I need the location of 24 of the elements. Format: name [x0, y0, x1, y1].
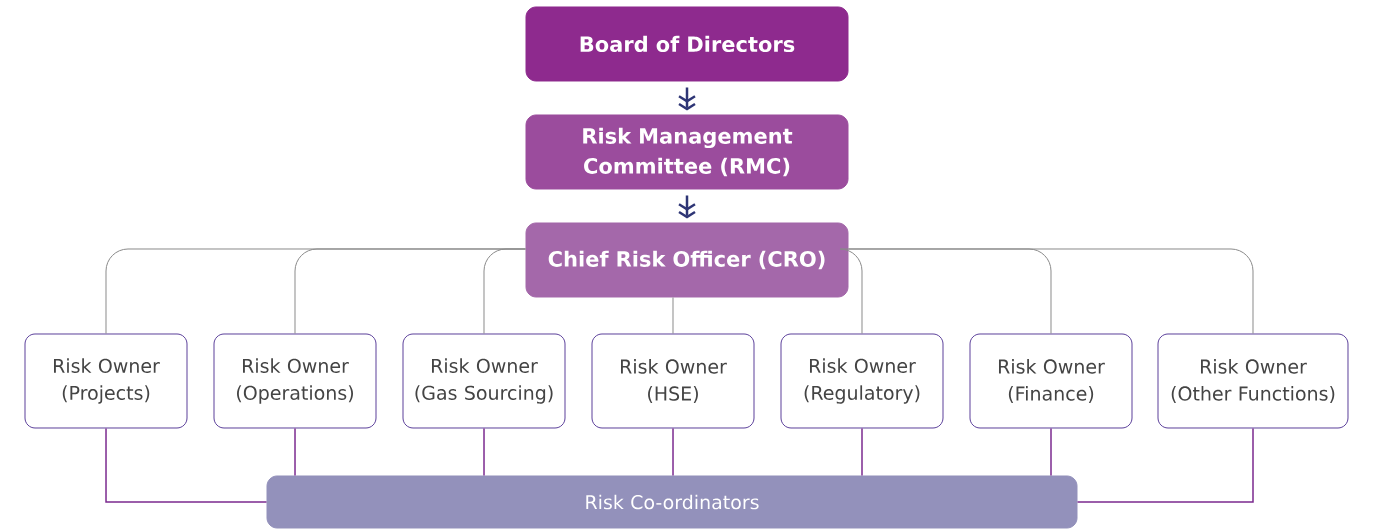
- chevron-arrow: [678, 195, 696, 219]
- connector-line: [294, 427, 296, 477]
- connector-line: [1076, 427, 1254, 503]
- role-box: Board of Directors: [525, 6, 849, 82]
- group-bar: Risk Co-ordinators: [266, 475, 1078, 529]
- connector-line: [861, 427, 863, 477]
- role-box: Risk Owner (Finance): [969, 333, 1133, 429]
- connector-line: [483, 248, 526, 334]
- role-box: Risk Owner (Gas Sourcing): [402, 333, 566, 429]
- role-box: Risk Owner (Other Functions): [1157, 333, 1349, 429]
- connector-line: [848, 248, 1254, 334]
- connector-line: [672, 427, 674, 477]
- connector-line: [105, 427, 268, 503]
- connector-line: [1050, 427, 1052, 477]
- role-box: Risk Owner (HSE): [591, 333, 755, 429]
- role-box: Risk Management Committee (RMC): [525, 114, 849, 190]
- role-box: Risk Owner (Operations): [213, 333, 377, 429]
- role-box: Risk Owner (Regulatory): [780, 333, 944, 429]
- connector-line: [839, 248, 863, 334]
- role-box: Chief Risk Officer (CRO): [525, 222, 849, 298]
- chevron-arrow: [678, 87, 696, 111]
- connector-line: [672, 297, 674, 334]
- connector-line: [483, 427, 485, 477]
- role-box: Risk Owner (Projects): [24, 333, 188, 429]
